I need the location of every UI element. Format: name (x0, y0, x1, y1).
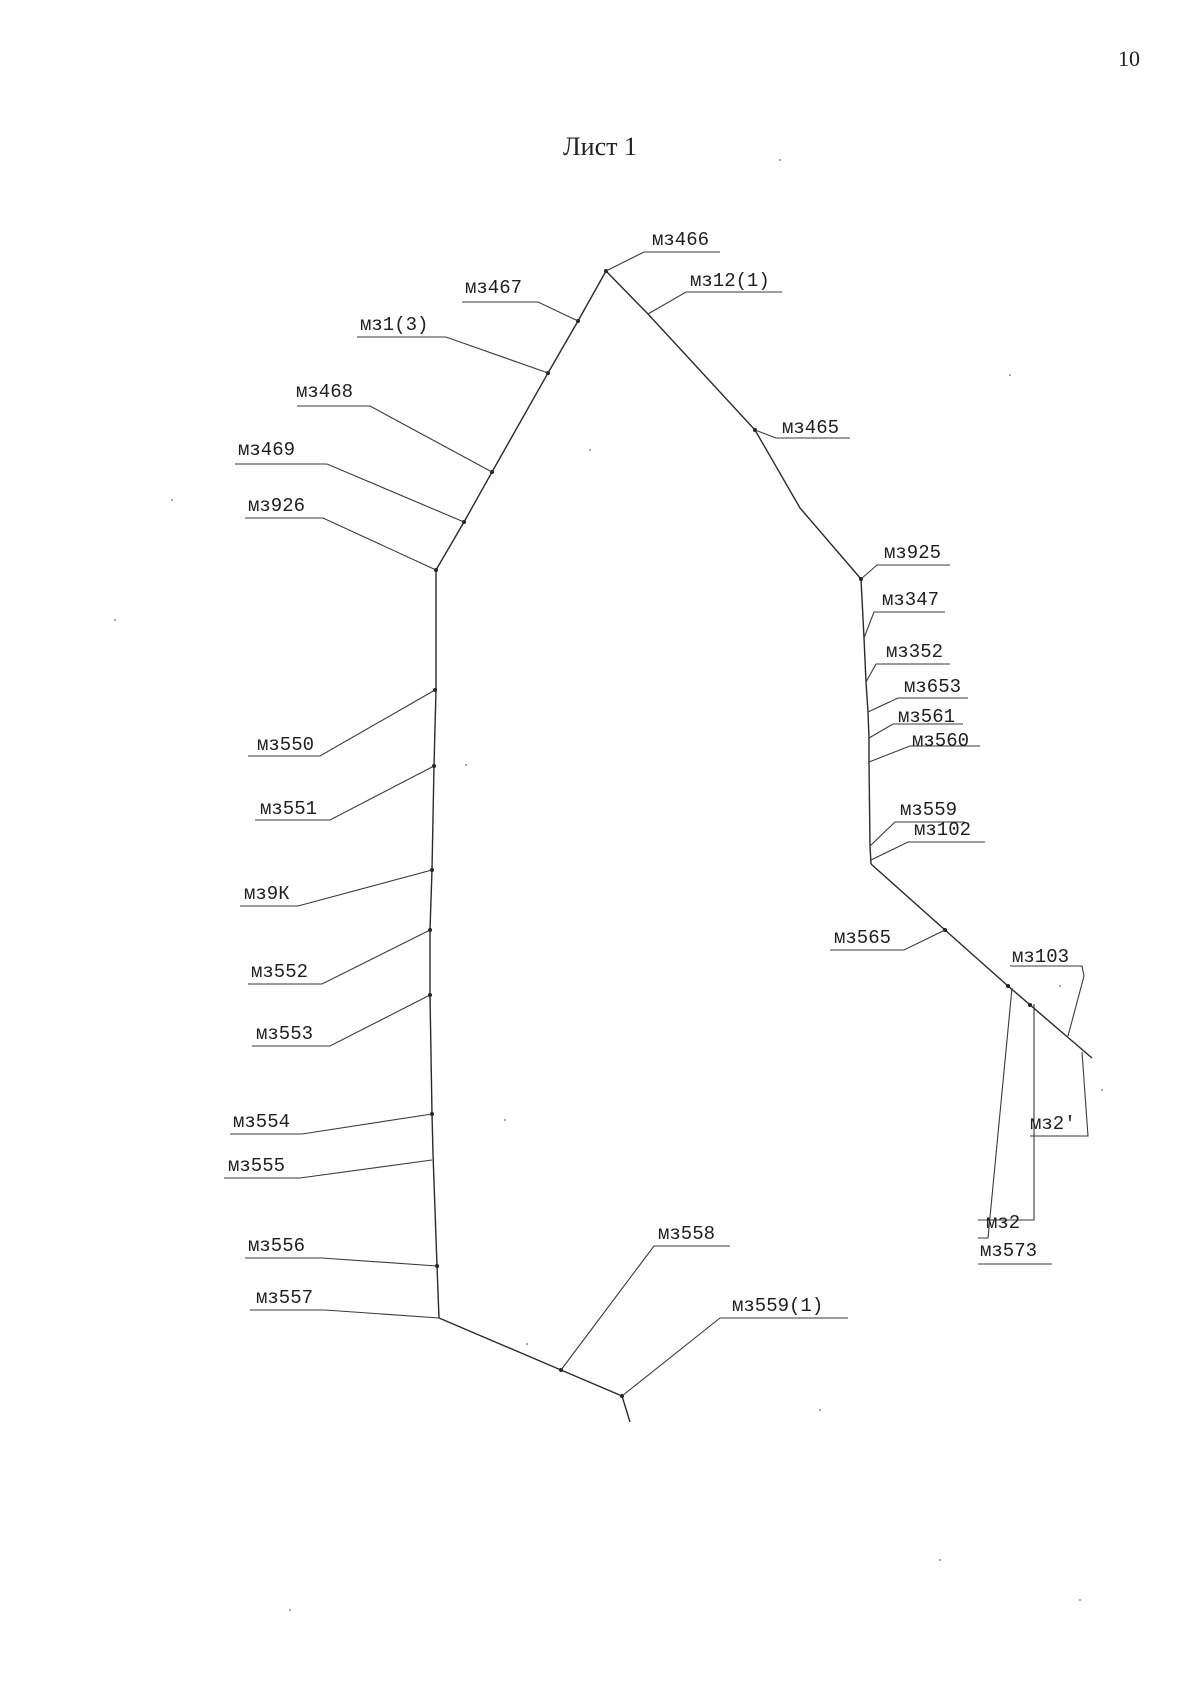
route-traces (429, 270, 1093, 1423)
label-mz573: мз573 (980, 1240, 1037, 1262)
label-mz555: мз555 (228, 1155, 285, 1177)
label-mz554: мз554 (233, 1111, 290, 1133)
scan-specks (114, 159, 1103, 1611)
label-mz560: мз560 (912, 730, 969, 752)
label-mz466: мз466 (652, 229, 709, 251)
label-mz556: мз556 (248, 1235, 305, 1257)
label-mz561: мз561 (898, 706, 955, 728)
label-mz558: мз558 (658, 1223, 715, 1245)
label-leaders (224, 251, 1089, 1397)
sheet-title: Лист 1 (563, 132, 637, 161)
left-upper-trace (435, 270, 607, 571)
label-mz552: мз552 (251, 961, 308, 983)
label-mz926: мз926 (248, 495, 305, 517)
label-mz2-prime: мз2' (1030, 1113, 1076, 1135)
label-mz347: мз347 (882, 589, 939, 611)
label-mz557: мз557 (256, 1287, 313, 1309)
label-mz467: мз467 (465, 277, 522, 299)
label-mz551: мз551 (260, 798, 317, 820)
label-mz468: мз468 (296, 381, 353, 403)
label-mz553: мз553 (256, 1023, 313, 1045)
label-mz9k: мз9К (244, 883, 290, 905)
node-mz2 (1028, 1003, 1032, 1007)
label-mz352: мз352 (886, 641, 943, 663)
label-mz469: мз469 (238, 439, 295, 461)
page-number: 10 (1118, 46, 1140, 71)
label-mz559: мз559 (900, 799, 957, 821)
left-vertical-trace (429, 570, 440, 1319)
label-mz653: мз653 (904, 676, 961, 698)
bottom-trace (438, 1317, 631, 1423)
label-mz1-3: мз1(3) (360, 314, 428, 336)
label-mz559-1: мз559(1) (732, 1295, 823, 1317)
node-mz103 (1006, 984, 1010, 988)
right-lower-trace (870, 863, 1093, 1059)
label-mz925: мз925 (884, 542, 941, 564)
label-mz550: мз550 (257, 734, 314, 756)
label-mz2: мз2 (986, 1212, 1020, 1234)
label-mz565: мз565 (834, 927, 891, 949)
label-mz103: мз103 (1012, 946, 1069, 968)
label-mz12-1: мз12(1) (690, 270, 770, 292)
station-labels: мз466 мз467 мз12(1) мз1(3) мз468 мз465 м… (228, 229, 1076, 1317)
label-mz102: мз102 (914, 819, 971, 841)
right-vertical-trace (860, 578, 872, 865)
label-mz465: мз465 (782, 417, 839, 439)
